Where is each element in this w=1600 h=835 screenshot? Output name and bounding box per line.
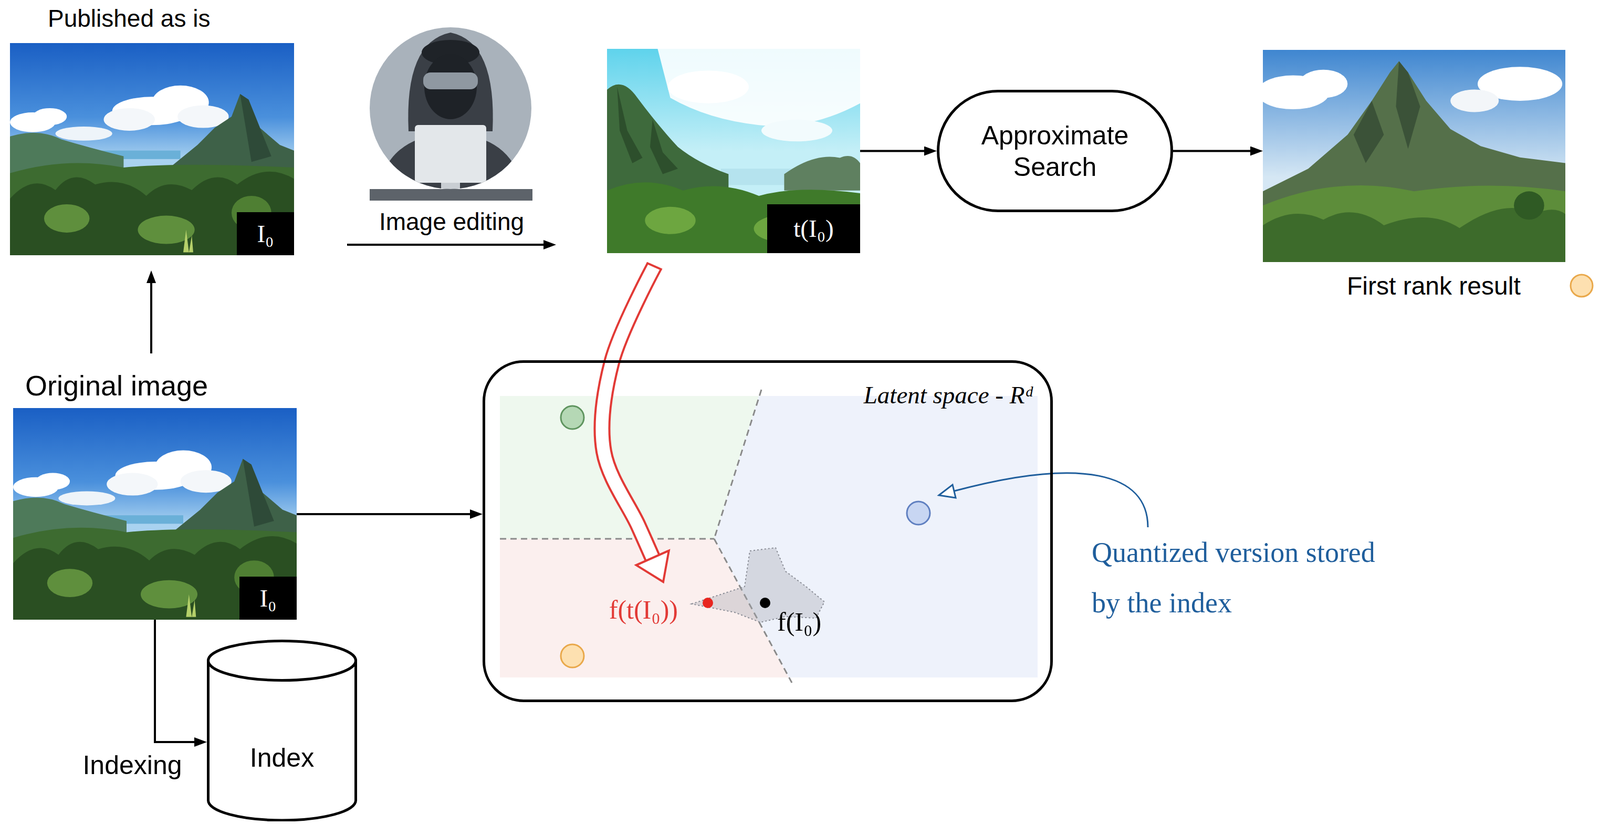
image-heading: Original image <box>25 369 208 402</box>
desk <box>369 189 533 201</box>
result-photo <box>1256 49 1566 263</box>
flow-arrow <box>154 619 202 742</box>
text-slot: First rank result <box>1346 271 1521 301</box>
flow-arrow <box>347 244 551 246</box>
image-tag: t(I₀) <box>767 204 861 254</box>
dashed-boundary <box>499 538 715 540</box>
text-slot: Published as is <box>47 4 211 33</box>
cylinder-top <box>208 641 357 681</box>
embedding-arrow <box>601 263 669 582</box>
arrow-tail-cap <box>646 263 662 270</box>
dashed-boundary <box>714 389 762 539</box>
edge-label: Indexing <box>79 749 185 781</box>
annotation-note: Quantized version stored by the index <box>1091 527 1376 629</box>
landscape-photo <box>9 43 295 256</box>
centroid-circle <box>560 644 584 668</box>
label-slot: Indexing <box>79 749 185 781</box>
text-slot: Approximate Search <box>939 119 1171 183</box>
text-slot: t(I₀) <box>767 204 861 254</box>
text-slot: Latent space - Rᵈ <box>863 380 1033 410</box>
flow-arrow <box>1173 150 1258 152</box>
image-tag: I₀ <box>239 576 297 620</box>
monitor-stand <box>441 182 460 191</box>
embedding-dot <box>702 597 714 609</box>
process-label: Approximate Search <box>960 119 1150 183</box>
centroid-circle <box>560 405 584 430</box>
result-marker <box>1570 274 1593 297</box>
flow-arrow <box>860 150 932 152</box>
image-frame: First rank result <box>1262 49 1566 263</box>
embedding-dot <box>759 597 771 609</box>
connector-line <box>1173 150 1258 153</box>
connector-line <box>296 513 478 516</box>
panel-title: Latent space - Rᵈ <box>863 380 1033 410</box>
image-tag: I₀ <box>236 212 295 256</box>
flow-arrow <box>151 275 152 354</box>
hollow-arrowhead <box>636 550 669 582</box>
database-cylinder: Index <box>206 639 358 822</box>
cylinder-body <box>208 660 357 821</box>
arrow-shaft-outline <box>601 266 655 558</box>
text-slot: I₀ <box>239 576 297 620</box>
connector-line <box>154 619 202 742</box>
panel-ground <box>482 360 1053 703</box>
monitor <box>414 124 487 183</box>
embedding-point-label: f(I₀) <box>776 605 823 639</box>
database-label: Index <box>206 741 358 774</box>
edited-photo <box>607 48 861 254</box>
connector-line <box>347 243 551 246</box>
edge-label: Image editing <box>375 207 528 236</box>
point-label: f(t(I₀)) <box>609 594 678 625</box>
image-heading: Published as is <box>47 4 211 33</box>
image-caption: First rank result <box>1346 271 1521 301</box>
connector-line <box>150 275 153 354</box>
image-frame: t(I₀) <box>607 48 861 254</box>
centroid-circle <box>906 501 930 525</box>
point-label: f(I₀) <box>777 606 822 637</box>
leader-arrowhead <box>938 484 956 498</box>
hacker-goggles <box>423 72 478 90</box>
cylinder-outline <box>206 639 358 822</box>
connector-line <box>860 150 932 153</box>
image-frame: Original imageI₀ <box>13 408 297 620</box>
process-pill: Approximate Search <box>936 89 1174 213</box>
image-frame: Published as isI₀ <box>9 43 295 256</box>
arrow-shaft-fill <box>601 266 655 558</box>
latent-space-panel: Latent space - Rᵈ f(t(I₀)) f(I₀) <box>482 360 1053 703</box>
hacker-figure <box>379 32 522 191</box>
hacker-hood <box>408 32 493 132</box>
embedding-point-label: f(t(I₀)) <box>608 593 679 626</box>
text-slot: I₀ <box>236 212 295 256</box>
landscape-photo <box>13 408 297 620</box>
flow-arrow <box>296 514 478 515</box>
text-slot: Original image <box>25 369 208 402</box>
connectors <box>151 151 1258 743</box>
text-slot: Index <box>206 741 358 774</box>
label-slot: Image editing <box>375 207 528 236</box>
label-slot: Quantized version stored by the index <box>1091 527 1376 629</box>
